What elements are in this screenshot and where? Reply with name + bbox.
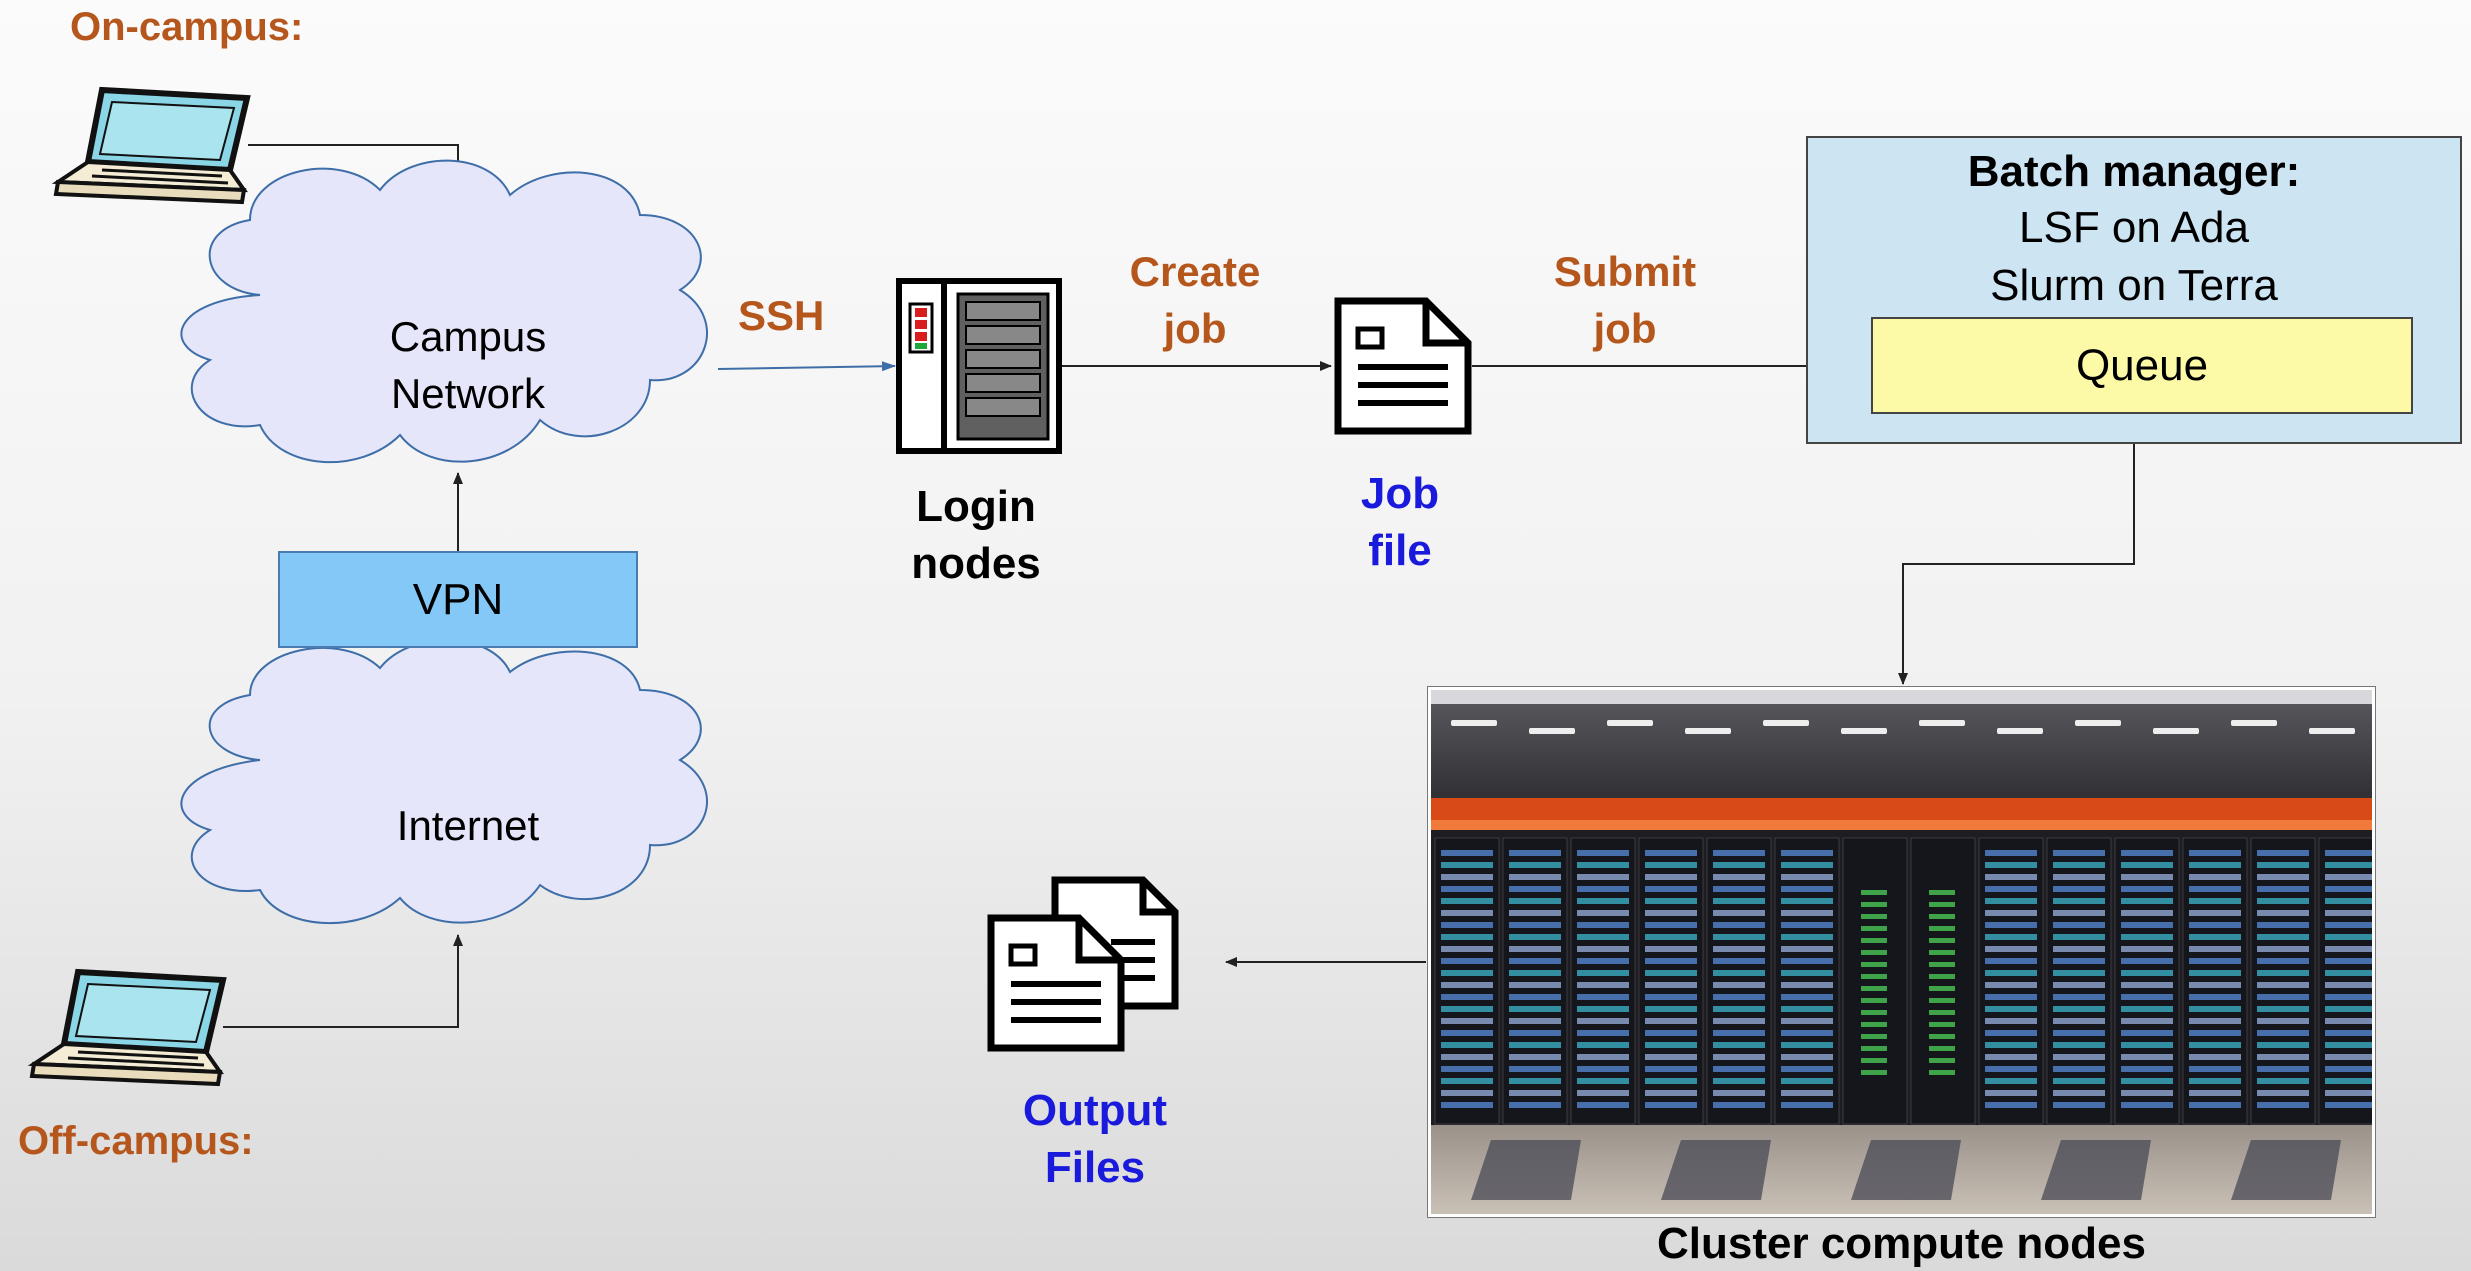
connector-ssh: [717, 361, 896, 372]
job-file-label-1: Job: [1360, 469, 1440, 518]
off-campus-label: Off-campus:: [18, 1119, 254, 1163]
create-job-label-2: job: [1163, 305, 1227, 352]
submit-job-label-1: Submit: [1553, 248, 1697, 295]
campus-network-label-2: Network: [390, 370, 546, 417]
cloud-icon: [180, 159, 708, 464]
submit-job-label-2: job: [1593, 305, 1657, 352]
server-room-image: [1431, 690, 2372, 1214]
login-nodes-label-2: nodes: [911, 539, 1041, 588]
ssh-label: SSH: [738, 292, 825, 339]
laptop-icon: [27, 968, 227, 1087]
login-nodes-label-1: Login: [916, 482, 1036, 531]
job-file-label-2: file: [1368, 526, 1432, 575]
create-job-label-1: Create: [1129, 248, 1261, 295]
batch-manager-line-lsf: LSF on Ada: [2019, 203, 2249, 252]
connector-offcampus-to-internet: [223, 934, 463, 1028]
document-icon: [1334, 297, 1472, 435]
server-icon: [896, 278, 1062, 454]
batch-manager-line-slurm: Slurm on Terra: [1990, 261, 2278, 310]
on-campus-label: On-campus:: [70, 5, 304, 49]
output-files-label-2: Files: [1044, 1143, 1146, 1192]
vpn-label: VPN: [412, 574, 504, 624]
documents-icon: [987, 876, 1179, 1052]
cluster-photo: [1428, 687, 2375, 1217]
queue-box: Queue: [1871, 317, 2413, 414]
connector-batch-to-cluster: [1898, 444, 2135, 685]
output-files-label-1: Output: [1022, 1086, 1168, 1135]
laptop-icon: [51, 86, 251, 205]
internet-label: Internet: [396, 802, 540, 849]
campus-network-label-1: Campus: [389, 313, 547, 360]
cloud-icon: [180, 639, 708, 924]
queue-label: Queue: [2075, 340, 2209, 390]
cluster-compute-nodes-label: Cluster compute nodes: [1657, 1219, 2146, 1268]
batch-manager-title: Batch manager:: [1967, 147, 2301, 196]
vpn-box: VPN: [278, 551, 638, 648]
